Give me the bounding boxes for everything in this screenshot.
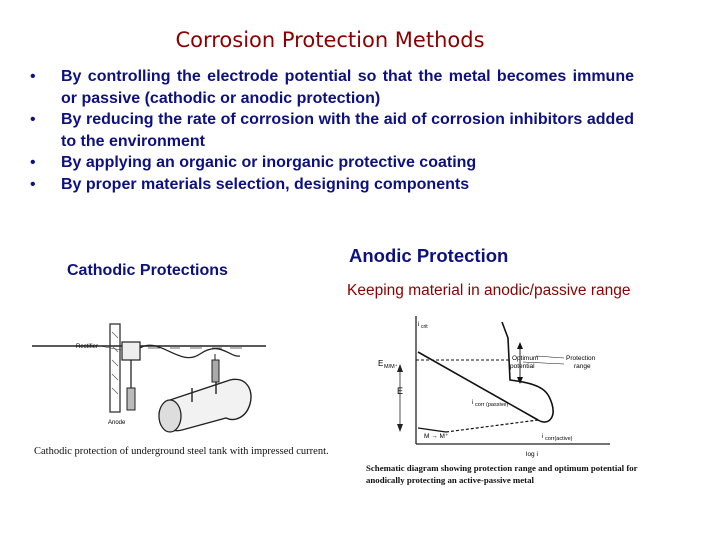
anodic-caption-line2: anodically protecting an active-passive … xyxy=(366,475,534,485)
bullet-icon: • xyxy=(30,175,36,193)
anode-rod xyxy=(126,387,136,411)
list-item: • By controlling the electrode potential … xyxy=(30,66,634,109)
anodic-subheading: Keeping material in anodic/passive range xyxy=(347,282,631,299)
anodic-caption-line1: Schematic diagram showing protection ran… xyxy=(366,463,638,473)
svg-text:M/M⁺: M/M⁺ xyxy=(384,363,398,370)
reaction-label: M → M⁺ xyxy=(424,433,449,440)
list-item-text: By reducing the rate of corrosion with t… xyxy=(61,111,634,150)
icorr-passive-label: i xyxy=(472,400,473,406)
svg-text:corr (passive): corr (passive) xyxy=(475,402,508,408)
protection-label: Protection xyxy=(566,355,596,362)
svg-text:range: range xyxy=(574,363,591,370)
page-title: Corrosion Protection Methods xyxy=(175,28,485,52)
list-item-text: By proper materials selection, designing… xyxy=(61,175,470,193)
bullet-icon: • xyxy=(30,111,36,128)
svg-text:potential: potential xyxy=(510,363,535,370)
list-item: • By applying an organic or inorganic pro… xyxy=(30,152,634,174)
rectifier-label: Rectifier xyxy=(76,344,98,350)
method-list: • By controlling the electrode potential … xyxy=(30,66,634,195)
svg-text:corr(active): corr(active) xyxy=(545,436,573,442)
list-item-text: By controlling the electrode potential s… xyxy=(61,68,634,107)
pit-wall xyxy=(109,323,121,413)
e-eq-label: E xyxy=(378,359,383,368)
cable-to-tank xyxy=(139,344,241,359)
list-item-text: By applying an organic or inorganic prot… xyxy=(61,154,477,171)
list-item: • By reducing the rate of corrosion with … xyxy=(30,109,634,152)
steel-tank xyxy=(158,378,252,433)
icorr-active-label: i xyxy=(542,434,543,440)
e-axis-label: E xyxy=(397,386,403,396)
anodic-polarization-diagram: E E M/M⁺ i crit Optimum potential Protec… xyxy=(378,316,610,458)
svg-text:crit: crit xyxy=(421,324,428,330)
cathodic-caption: Cathodic protection of underground steel… xyxy=(34,446,329,457)
optimum-label: Optimum xyxy=(512,355,538,362)
surface-anode xyxy=(211,359,220,383)
anodic-heading: Anodic Protection xyxy=(349,245,509,266)
bullet-icon: • xyxy=(30,68,36,85)
bullet-icon: • xyxy=(30,154,36,171)
rectifier-box xyxy=(121,341,141,361)
anode-label: Anode xyxy=(108,420,126,426)
i-crit-label: i xyxy=(418,321,419,328)
cathodic-tank-diagram: Rectifier Anode xyxy=(32,323,266,433)
cathodic-branch xyxy=(417,427,447,433)
log-i-label: log i xyxy=(526,451,538,458)
list-item: • By proper materials selection, designin… xyxy=(30,174,634,196)
cathodic-heading: Cathodic Protections xyxy=(67,262,228,279)
